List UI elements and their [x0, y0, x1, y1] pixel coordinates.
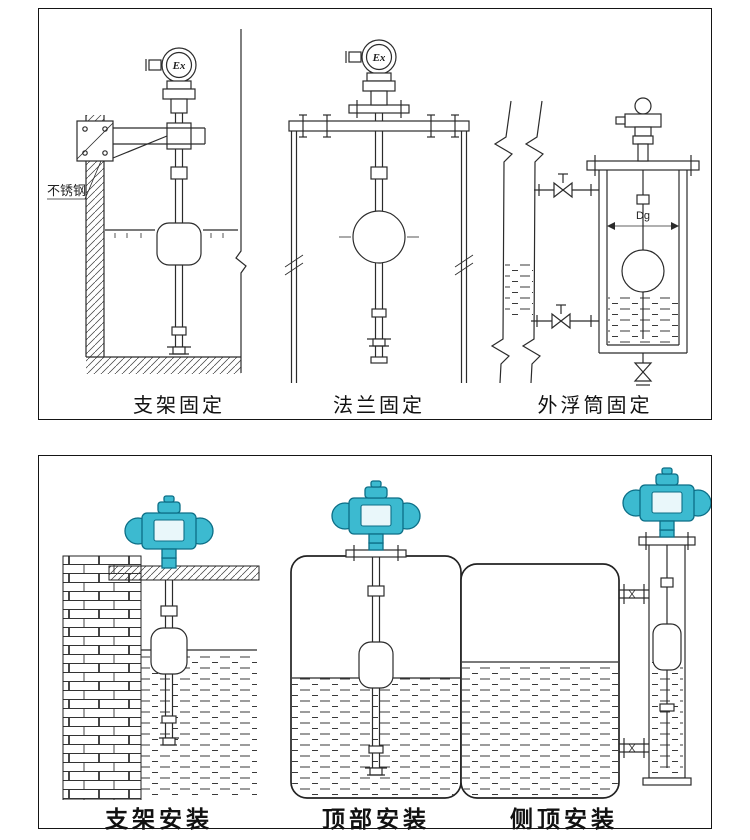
- caption-chamber-fixing: 外浮筒固定: [537, 395, 653, 417]
- transmitter-neck: [161, 557, 177, 569]
- tank-wall-break-right: [521, 100, 544, 384]
- liquid: [462, 665, 618, 797]
- caption-top-install: 顶部安装: [322, 806, 430, 832]
- top-flange-plate: [288, 120, 470, 132]
- fixing-methods-drawing: Ex: [47, 29, 700, 386]
- external-chamber-fixing-diagram: Dg: [490, 97, 700, 386]
- pipe-top-flange: [638, 536, 696, 546]
- side-top-install-diagram: [460, 467, 711, 799]
- installation-methods-panel: 支架安装 顶部安装 侧顶安装: [38, 455, 712, 832]
- chamber-transmitter: [615, 97, 662, 162]
- installation-methods-drawing: [62, 467, 711, 800]
- float-stop: [371, 308, 387, 318]
- tube-coupling: [370, 166, 388, 180]
- float: [652, 623, 682, 671]
- float-ball: [621, 249, 665, 293]
- transmitter-neck: [659, 529, 675, 538]
- nominal-diameter-label: Dg: [636, 210, 650, 222]
- bracket-plate: [108, 565, 260, 581]
- flange-fixing-diagram: [284, 39, 474, 383]
- tank-wall-break-left: [490, 100, 513, 384]
- liquid: [141, 653, 257, 799]
- bottom-isolation-valve: [531, 304, 599, 330]
- float-stop: [368, 745, 384, 754]
- top-install-diagram: [290, 480, 462, 799]
- transmitter: [622, 467, 711, 531]
- stem-coupling: [636, 194, 650, 205]
- stem-coupling: [660, 577, 674, 588]
- lower-nozzle: [619, 738, 649, 758]
- flange-bolts: [299, 114, 459, 138]
- tube-coupling: [367, 585, 385, 597]
- material-label: 不锈钢: [47, 183, 86, 198]
- float: [150, 627, 188, 675]
- right-boundary-break: [235, 29, 247, 373]
- material-leader-line: [47, 160, 102, 200]
- transmitter: [124, 495, 214, 559]
- tube-coupling: [160, 605, 178, 617]
- mounting-flange: [345, 549, 407, 558]
- float-ball: [352, 210, 406, 264]
- tube-coupling: [170, 166, 188, 180]
- liquid: [292, 678, 460, 797]
- caption-side-top-install: 侧顶安装: [510, 806, 618, 832]
- transmitter: [331, 480, 421, 544]
- float-stop: [171, 326, 187, 336]
- pipe-bottom-flange: [642, 777, 692, 786]
- float: [358, 641, 394, 689]
- caption-bracket-fixing: 支架固定: [133, 395, 225, 417]
- fixing-methods-panel: Ex: [38, 8, 712, 420]
- wall-hatch: [86, 115, 104, 357]
- float: [156, 222, 202, 266]
- tank-liquid: [505, 261, 533, 315]
- brick-wall: [62, 555, 142, 800]
- chamber-top-flange: [586, 160, 700, 171]
- caption-flange-fixing: 法兰固定: [333, 395, 425, 417]
- transmitter-neck: [368, 542, 384, 551]
- top-isolation-valve: [534, 173, 599, 199]
- caption-bracket-install: 支架安装: [105, 806, 213, 832]
- pipe-clamp: [166, 122, 192, 150]
- ground-hatch: [86, 357, 241, 374]
- drain-valve: [633, 353, 653, 386]
- instrument-flange: [348, 104, 410, 114]
- float-stop: [161, 715, 177, 724]
- bracket-install-diagram: [62, 495, 260, 800]
- upper-nozzle: [619, 584, 649, 604]
- bracket-fixing-diagram: 不锈钢: [47, 29, 247, 374]
- float-stop: [659, 703, 675, 712]
